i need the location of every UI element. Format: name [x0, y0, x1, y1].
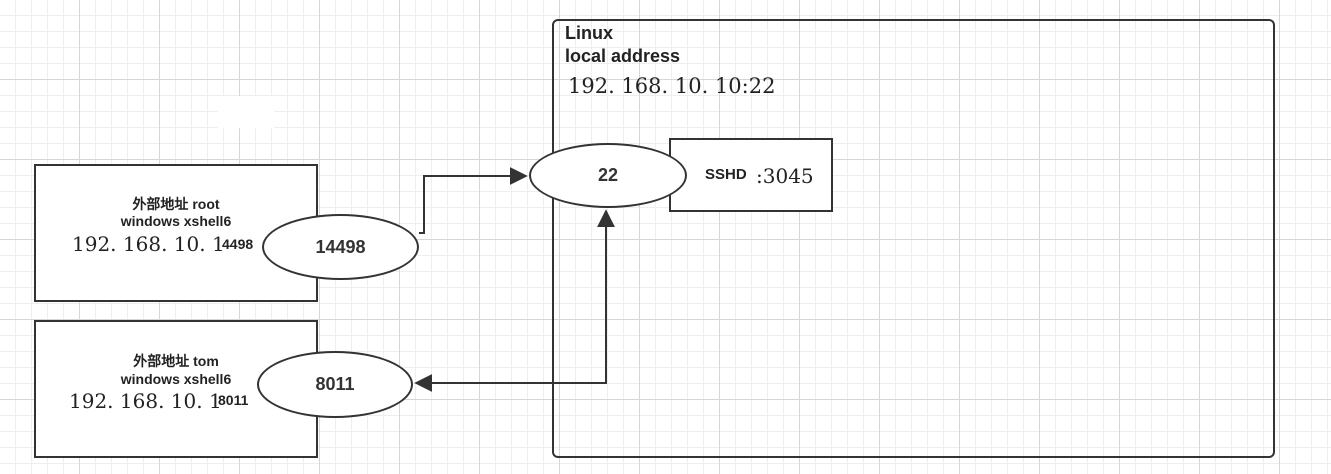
client-tom-port-fragment: 8011	[218, 392, 249, 408]
sshd-port: :3045	[756, 164, 814, 188]
port-22-label: 22	[597, 165, 619, 185]
port-14498-ellipse: 14498	[262, 214, 419, 280]
sshd-label: SSHD	[705, 166, 747, 183]
client-root-line2: windows xshell6	[120, 213, 232, 229]
client-root-address: 192. 168. 10. 1	[72, 232, 225, 256]
port-8011-ellipse: 8011	[257, 351, 413, 418]
blank-patch	[218, 96, 274, 128]
linux-address: 192. 168. 10. 10:22	[568, 74, 776, 98]
port-22-ellipse: 22	[529, 143, 687, 208]
client-tom-line2: windows xshell6	[120, 371, 232, 387]
client-tom-line1: 外部地址 tom	[133, 353, 219, 369]
client-root-line1: 外部地址 root	[132, 196, 220, 212]
connector-14498-to-22	[419, 167, 528, 234]
linux-title: Linux	[565, 23, 613, 43]
port-14498-label: 14498	[315, 236, 366, 257]
linux-subtitle: local address	[565, 46, 681, 66]
client-tom-address: 192. 168. 10. 1	[69, 389, 222, 413]
connector-8011-to-22	[414, 209, 615, 392]
port-8011-label: 8011	[315, 374, 355, 394]
client-root-port-fragment: 4498	[222, 236, 254, 252]
sshd-box	[669, 138, 833, 212]
